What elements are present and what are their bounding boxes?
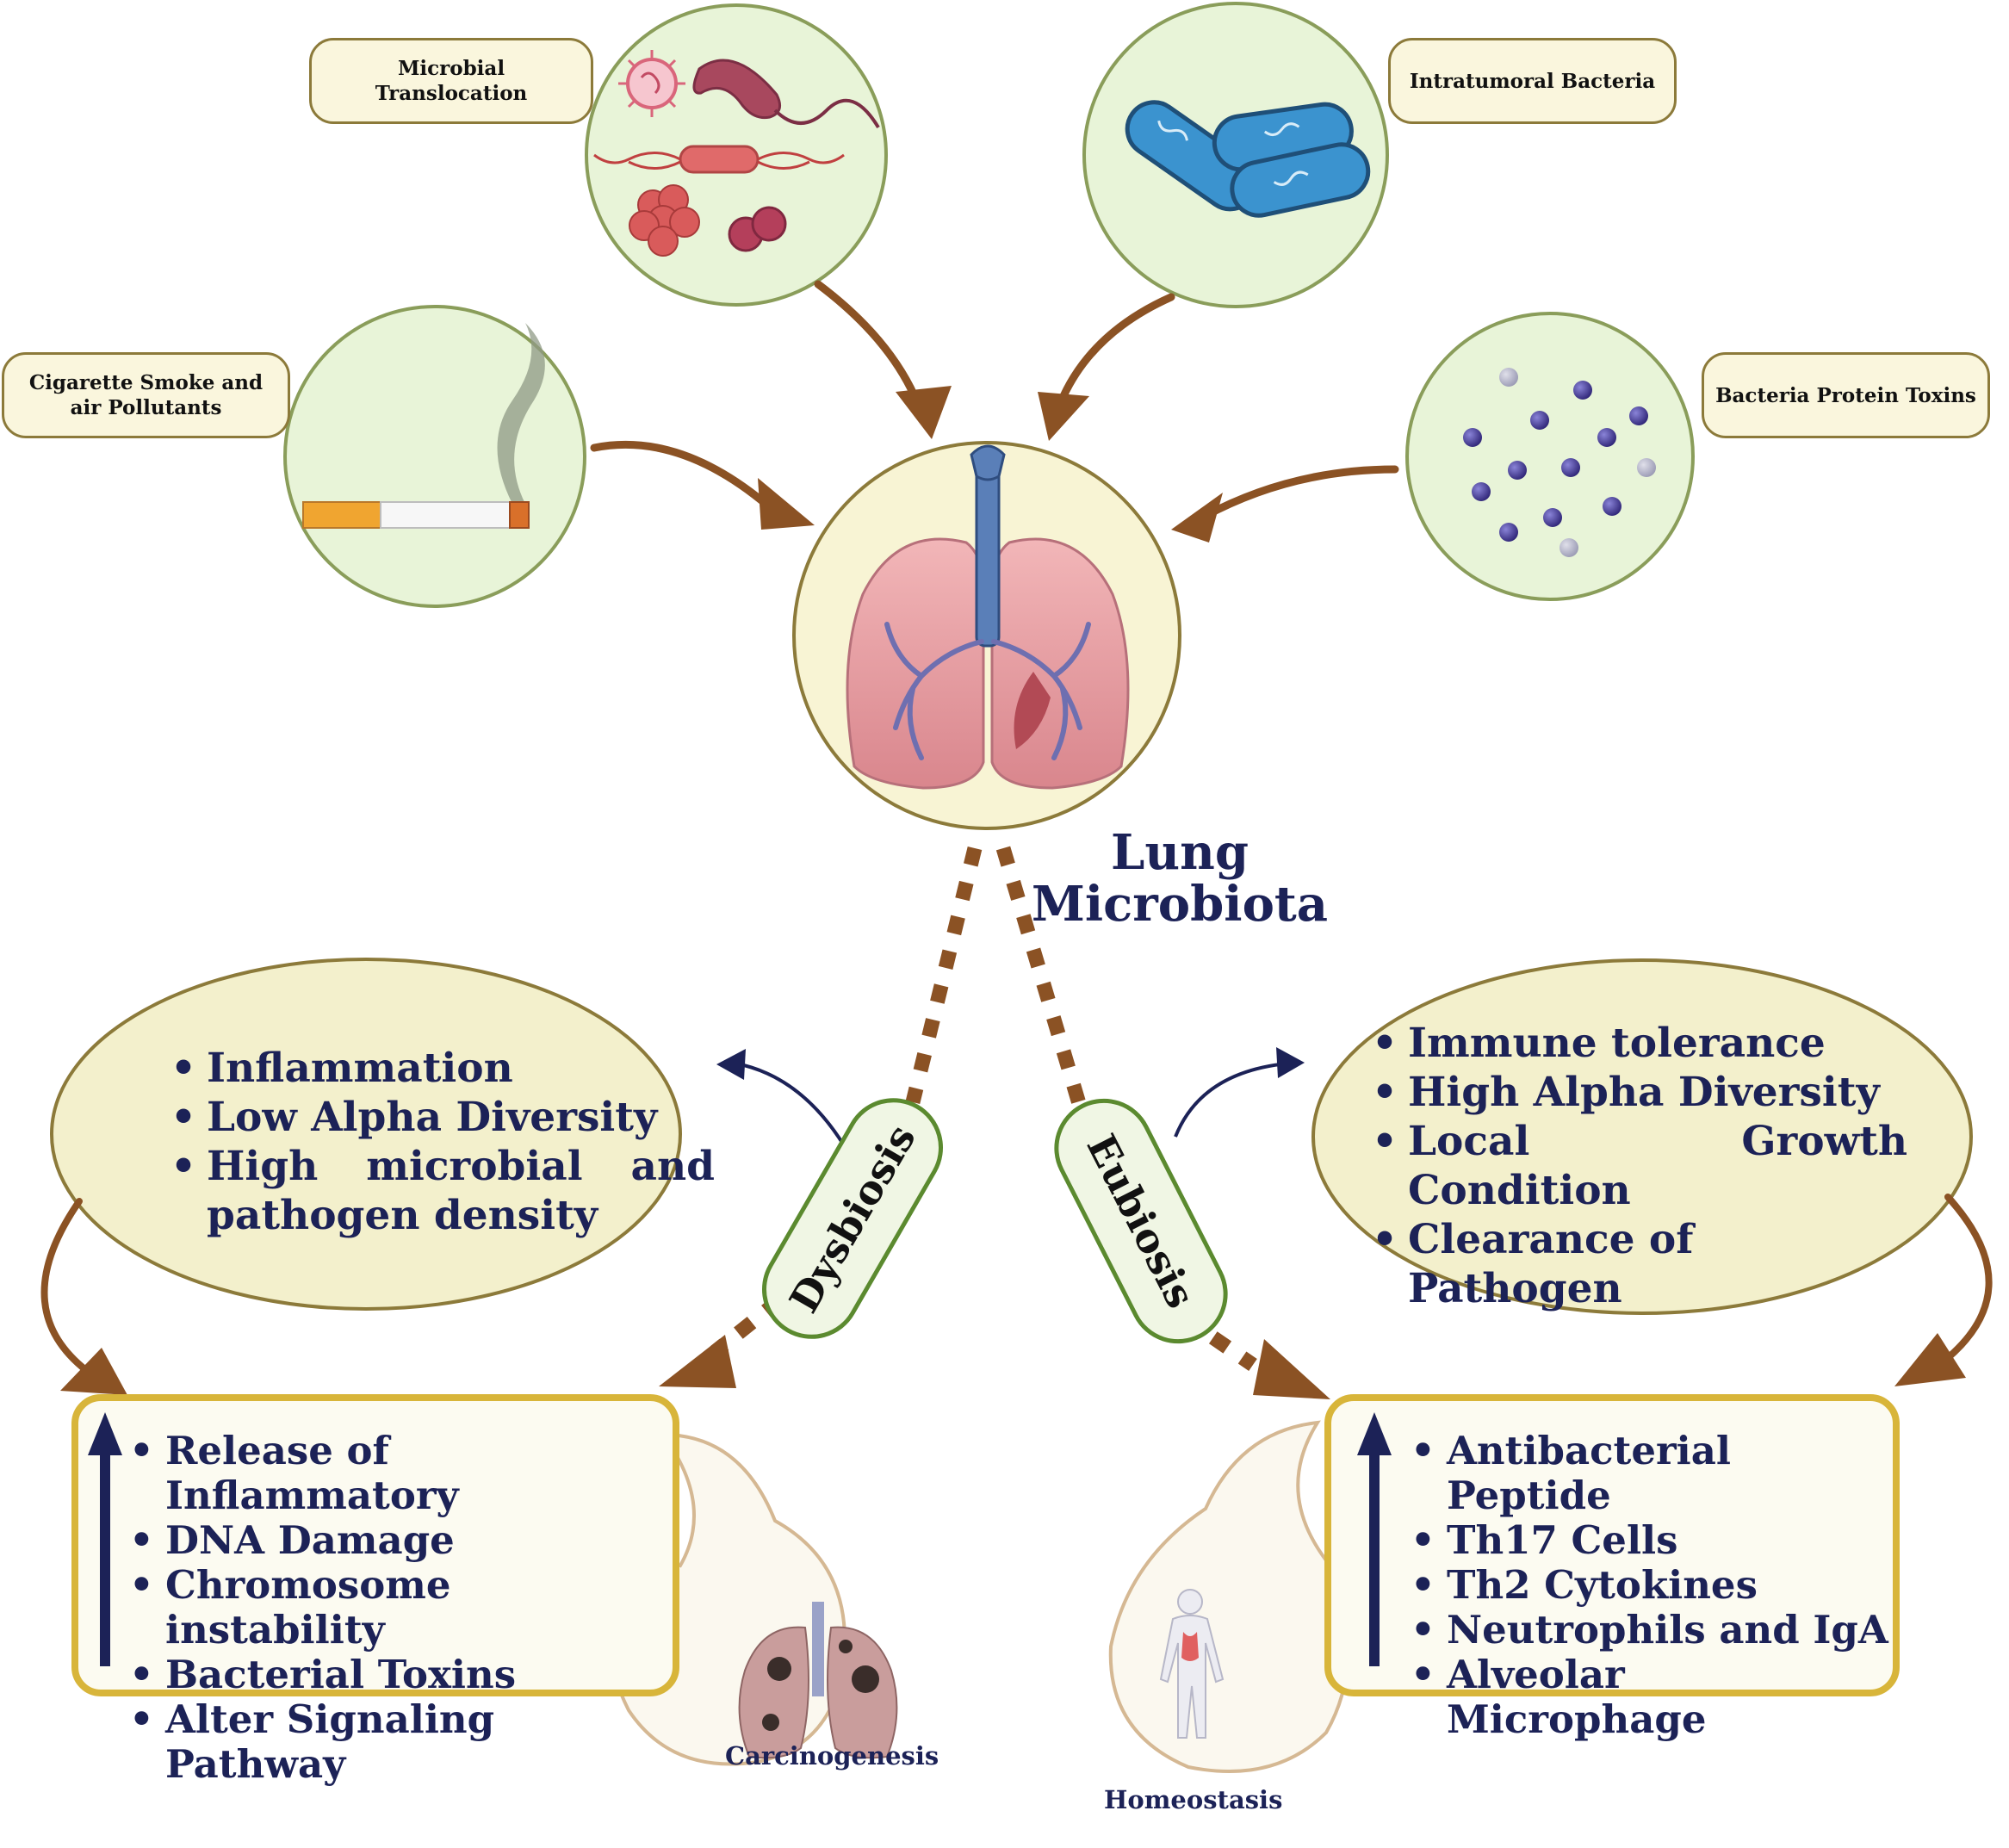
blue-bacteria-icon xyxy=(1125,100,1371,218)
source-arrows xyxy=(590,280,1399,521)
dysbiosis-up-arrow-head xyxy=(88,1412,122,1455)
list-item: Chromosome instability xyxy=(122,1563,673,1653)
list-item: Local Growth Condition xyxy=(1365,1117,1907,1215)
microbial-translocation-circle xyxy=(585,3,888,307)
dotted-lung-to-eubiosis xyxy=(995,846,1093,1126)
dysbiosis-effects-list: Release of Inflammatory DNA Damage Chrom… xyxy=(122,1429,673,1787)
label-line: Intratumoral Bacteria xyxy=(1409,69,1656,93)
list-item: Immune tolerance xyxy=(1365,1019,1907,1068)
list-item: Neutrophils and IgA xyxy=(1404,1608,1894,1653)
list-item: Low Alpha Diversity xyxy=(164,1093,715,1142)
homeostasis-bubble xyxy=(1108,1420,1349,1773)
cigarette-smoke-circle xyxy=(283,305,586,608)
list-item: Bacterial Toxins xyxy=(122,1653,673,1698)
dysbiosis-pill xyxy=(762,1098,943,1339)
side-arrows xyxy=(40,1194,1993,1381)
list-item: Alveolar Microphage xyxy=(1404,1653,1894,1742)
navy-arrows xyxy=(735,1062,1288,1147)
toxin-particles-icon xyxy=(1463,368,1656,557)
label-line: air Pollutants xyxy=(70,396,222,419)
list-item: Antibacterial Peptide xyxy=(1404,1429,1894,1518)
bacteria-protein-toxins-label: Bacteria Protein Toxins xyxy=(1702,352,1990,438)
list-item: High Alpha Diversity xyxy=(1365,1068,1907,1117)
dotted-arrowheads xyxy=(659,1335,1330,1399)
list-item: Release of Inflammatory xyxy=(122,1429,673,1518)
virus-icon xyxy=(618,50,685,117)
eubiosis-features-list: Immune tolerance High Alpha Diversity Lo… xyxy=(1365,1019,1907,1313)
arrow-intratumoral-to-lung xyxy=(1059,293,1175,400)
lung-microbiota-circle xyxy=(792,441,1181,830)
microbial-translocation-label: Microbial Translocation xyxy=(309,38,593,124)
side-arrowheads xyxy=(60,1333,1966,1395)
lungs-icon xyxy=(846,444,1130,790)
diplococcus-icon xyxy=(728,206,787,252)
label-line: Cigarette Smoke and xyxy=(28,371,264,394)
list-item: Th2 Cytokines xyxy=(1404,1563,1894,1609)
arrow-smoke-to-lung xyxy=(590,440,775,512)
source-arrowheads xyxy=(758,386,1223,543)
list-item: High microbial and pathogen density xyxy=(164,1142,715,1240)
label-line: Translocation xyxy=(375,82,528,105)
label-line: Microbial xyxy=(397,57,505,80)
title-line: Lung xyxy=(1111,824,1249,881)
eubiosis-up-arrow-shaft xyxy=(1369,1447,1380,1666)
cigarette-icon xyxy=(302,323,545,529)
cigarette-smoke-label: Cigarette Smoke and air Pollutants xyxy=(2,352,290,438)
list-item: Inflammation xyxy=(164,1044,715,1093)
intratumoral-bacteria-label: Intratumoral Bacteria xyxy=(1388,38,1677,124)
flagellated-bacterium-icon xyxy=(593,145,845,174)
eubiosis-pill xyxy=(1054,1098,1228,1344)
dysbiosis-up-arrow-shaft xyxy=(100,1447,110,1666)
human-body-icon xyxy=(1159,1589,1225,1739)
label-line: Bacteria Protein Toxins xyxy=(1715,383,1976,407)
lung-microbiota-title: Lung Microbiota xyxy=(1025,827,1335,930)
staphylococcus-icon xyxy=(629,184,700,257)
intratumoral-bacteria-circle xyxy=(1082,2,1389,308)
eubiosis-up-arrow-head xyxy=(1357,1412,1392,1455)
bacillus-icon xyxy=(692,59,880,129)
navy-arrowheads xyxy=(716,1047,1305,1080)
arrow-microbial-to-lung xyxy=(814,280,919,400)
homeostasis-label: Homeostasis xyxy=(1104,1785,1283,1814)
list-item: DNA Damage xyxy=(122,1518,673,1564)
diseased-lungs-icon xyxy=(738,1602,898,1759)
arrow-toxins-to-lung xyxy=(1200,465,1399,521)
list-item: Alter Signaling Pathway xyxy=(122,1697,673,1787)
bacteria-protein-toxins-circle xyxy=(1405,312,1695,601)
dotted-lung-to-dysbiosis xyxy=(905,846,983,1105)
list-item: Clearance of Pathogen xyxy=(1365,1215,1907,1313)
carcinogenesis-label: Carcinogenesis xyxy=(725,1741,939,1770)
title-line: Microbiota xyxy=(1031,876,1329,933)
list-item: Th17 Cells xyxy=(1404,1518,1894,1564)
eubiosis-effects-list: Antibacterial Peptide Th17 Cells Th2 Cyt… xyxy=(1404,1429,1894,1742)
dysbiosis-features-list: Inflammation Low Alpha Diversity High mi… xyxy=(164,1044,715,1240)
upregulation-arrows xyxy=(88,1412,1392,1666)
